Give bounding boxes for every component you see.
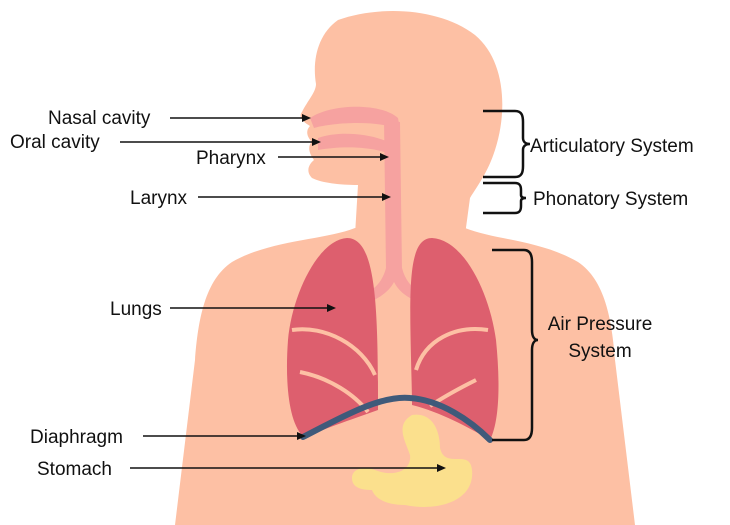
label-larynx: Larynx: [130, 188, 188, 209]
trachea-shape: [384, 120, 402, 270]
label-stomach: Stomach: [37, 459, 112, 480]
label-nasal-cavity: Nasal cavity: [48, 108, 151, 129]
label-air-pressure-line2: System: [568, 341, 631, 362]
bracket-phonatory: [483, 183, 526, 213]
body-silhouette: [175, 11, 635, 525]
label-oral-cavity: Oral cavity: [10, 132, 100, 153]
label-pharynx: Pharynx: [196, 148, 266, 169]
label-air-pressure-line1: Air Pressure: [548, 314, 653, 335]
label-lungs: Lungs: [110, 299, 162, 320]
label-phonatory-system: Phonatory System: [533, 189, 688, 210]
label-diaphragm: Diaphragm: [30, 427, 123, 448]
label-articulatory-system: Articulatory System: [530, 136, 694, 157]
